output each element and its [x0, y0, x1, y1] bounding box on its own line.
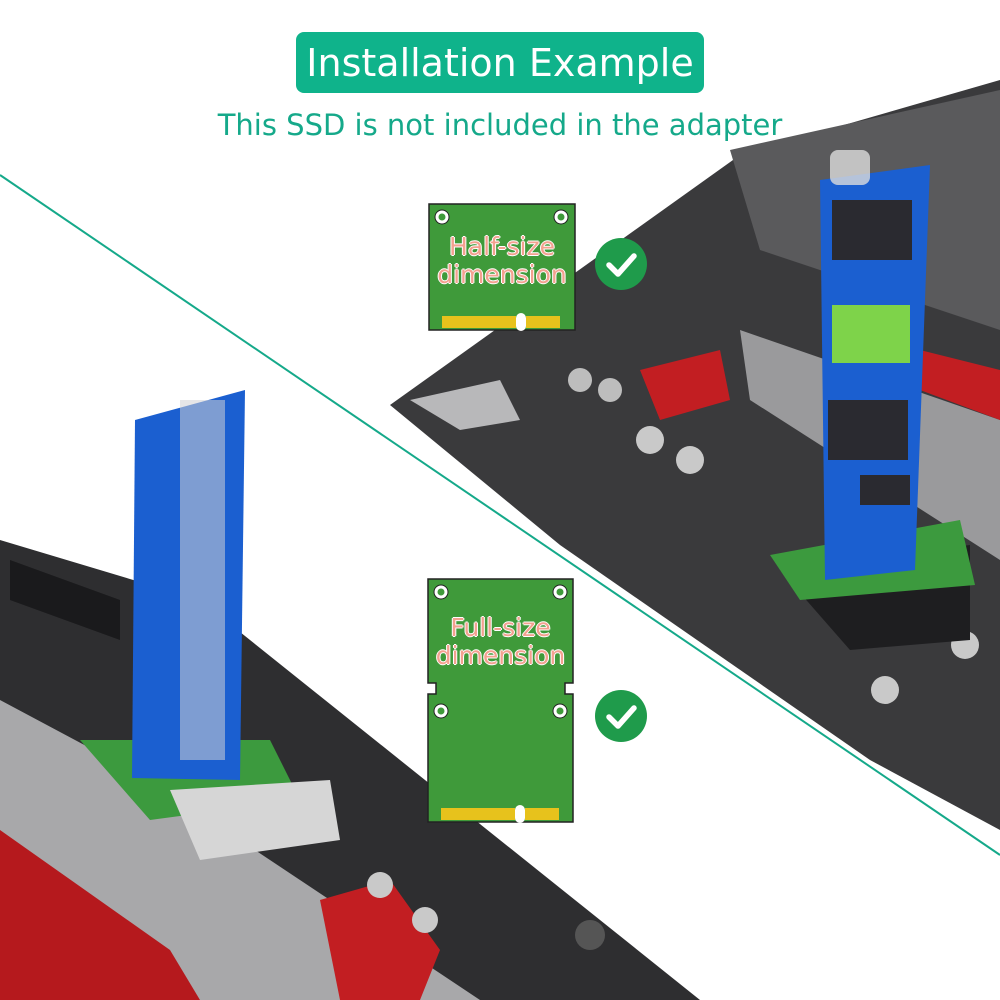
check-icon — [595, 238, 647, 290]
subtitle: This SSD is not included in the adapter — [217, 108, 783, 142]
motherboard-bottom-left — [0, 390, 700, 1000]
half-size-label-2: dimension — [437, 260, 567, 289]
full-size-card: Full-size dimension — [427, 578, 574, 823]
half-size-card: Half-size dimension — [428, 203, 576, 331]
full-size-label-2: dimension — [435, 641, 566, 670]
motherboard-top-right — [390, 80, 1000, 830]
minipcie-full-card-icon — [427, 578, 574, 823]
page-title: Installation Example — [296, 32, 704, 93]
check-icon — [595, 690, 647, 742]
full-size-label-1: Full-size — [450, 613, 551, 642]
divider-line — [0, 174, 1000, 856]
half-size-label-1: Half-size — [449, 232, 555, 261]
minipcie-half-card-icon — [428, 203, 576, 331]
